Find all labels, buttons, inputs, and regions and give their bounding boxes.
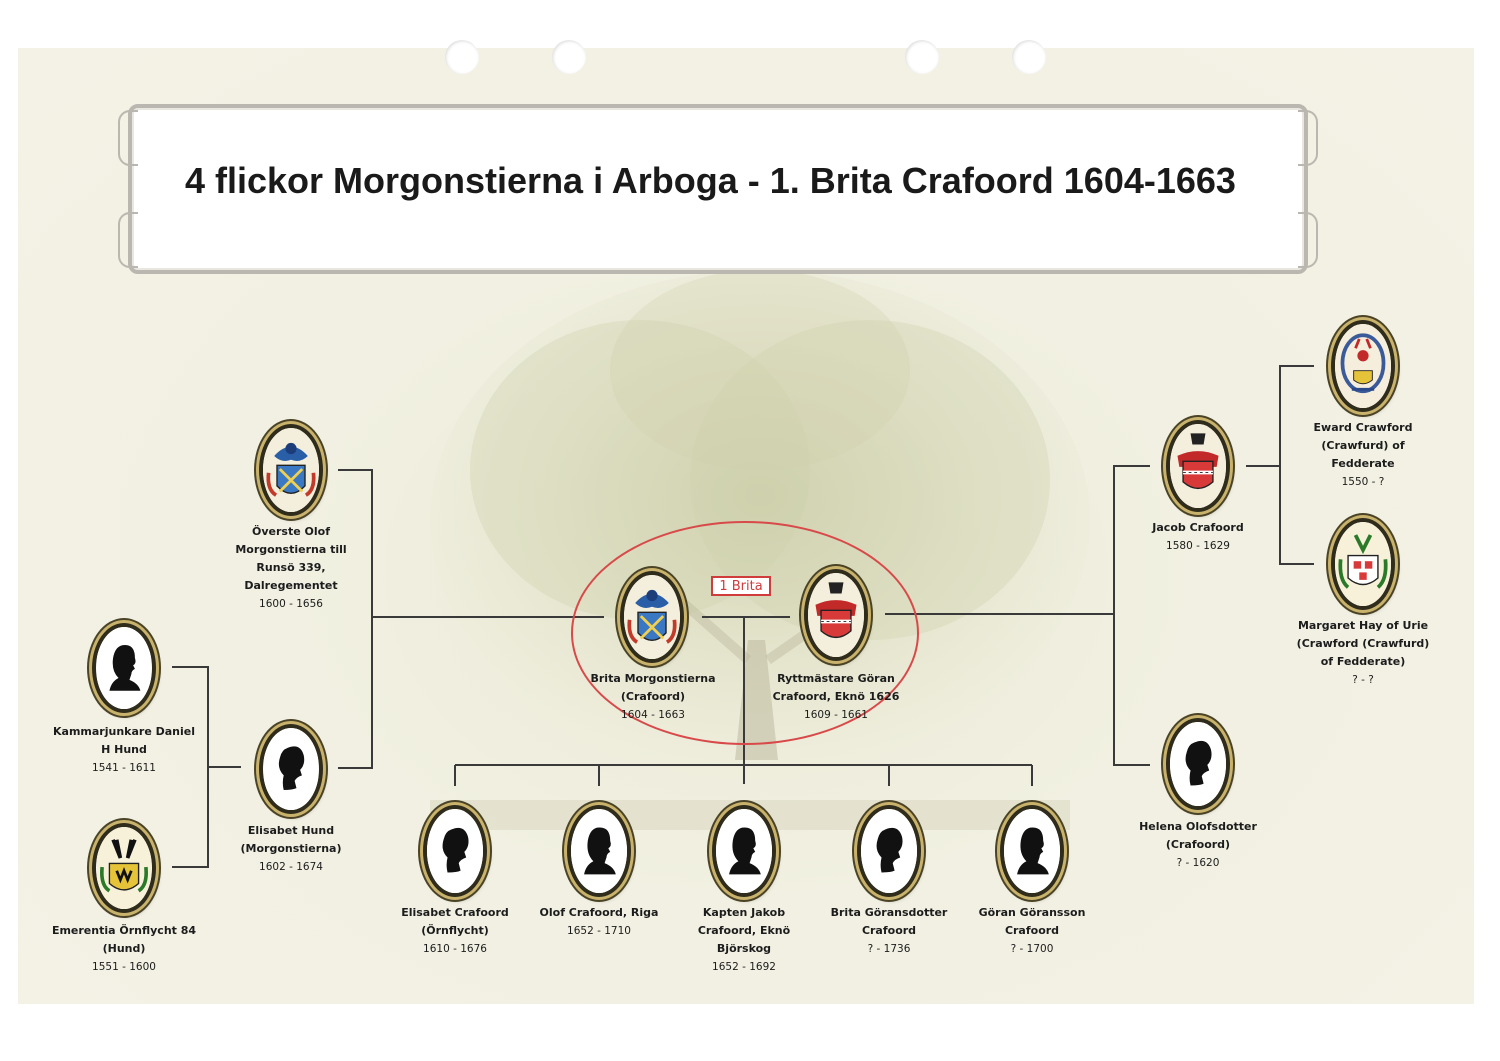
person-name: Göran Göransson Crafoord [978, 906, 1086, 937]
person-name: Eward Crawford (Crawfurd) of Fedderate [1313, 421, 1413, 470]
silhouette-icon[interactable] [1166, 718, 1230, 810]
coat-of-arms-icon[interactable] [1166, 420, 1230, 512]
silhouette-icon[interactable] [1000, 805, 1064, 897]
person-name: Kammarjunkare Daniel H Hund [53, 725, 195, 756]
person-dates: 1604 - 1663 [621, 709, 685, 721]
page-title: 4 flickor Morgonstierna i Arboga - 1. Br… [185, 160, 1236, 201]
couple-highlight-ring [571, 521, 919, 745]
punch-hole [445, 40, 479, 74]
person-dates: 1551 - 1600 [92, 961, 156, 973]
person-dates: 1610 - 1676 [423, 943, 487, 955]
person-label-jacob: Jacob Crafoord 1580 - 1629 [1136, 519, 1260, 555]
person-dates: ? - 1620 [1176, 857, 1220, 869]
person-name: Elisabet Crafoord (Örnflycht) [401, 906, 509, 937]
child-label: Kapten Jakob Crafoord, Eknö Björskog 165… [672, 904, 816, 976]
person-dates: 1602 - 1674 [259, 861, 323, 873]
person-dates: 1580 - 1629 [1166, 540, 1230, 552]
person-dates: ? - 1736 [867, 943, 911, 955]
punch-hole [905, 40, 939, 74]
frame-scroll-ornament [118, 212, 138, 268]
person-label-goran: Ryttmästare Göran Crafoord, Eknö 1626 16… [770, 670, 902, 724]
frame-scroll-ornament [1298, 110, 1318, 166]
person-name: Olof Crafoord, Riga [539, 906, 659, 919]
silhouette-icon[interactable] [857, 805, 921, 897]
person-name: Ryttmästare Göran Crafoord, Eknö 1626 [772, 672, 900, 703]
person-name: Helena Olofsdotter (Crafoord) [1139, 820, 1257, 851]
title-frame [118, 104, 1318, 274]
person-label-olof: Överste Olof Morgonstierna till Runsö 33… [228, 523, 354, 613]
silhouette-icon[interactable] [92, 623, 156, 713]
punch-hole [552, 40, 586, 74]
coat-of-arms-icon[interactable] [620, 571, 684, 663]
frame-scroll-ornament [1298, 212, 1318, 268]
person-name: Brita Morgonstierna (Crafoord) [590, 672, 716, 703]
person-label-margaret: Margaret Hay of Urie (Crawford (Crawfurd… [1292, 617, 1434, 689]
child-label: Olof Crafoord, Riga 1652 - 1710 [537, 904, 661, 940]
silhouette-icon[interactable] [712, 805, 776, 897]
person-dates: 1600 - 1656 [259, 598, 323, 610]
silhouette-icon[interactable] [567, 805, 631, 897]
coat-of-arms-icon[interactable] [259, 424, 323, 516]
person-name: Margaret Hay of Urie (Crawford (Crawfurd… [1296, 619, 1430, 668]
person-name: Brita Göransdotter Crafoord [830, 906, 948, 937]
coat-of-arms-icon[interactable] [1331, 518, 1395, 610]
person-label-emerentia: Emerentia Örnflycht 84 (Hund) 1551 - 160… [46, 922, 202, 976]
person-dates: ? - ? [1352, 674, 1374, 686]
person-label-brita: Brita Morgonstierna (Crafoord) 1604 - 16… [588, 670, 718, 724]
person-dates: ? - 1700 [1010, 943, 1054, 955]
person-name: Elisabet Hund (Morgonstierna) [240, 824, 342, 855]
person-name: Överste Olof Morgonstierna till Runsö 33… [235, 525, 347, 592]
silhouette-icon[interactable] [423, 805, 487, 897]
person-dates: 1652 - 1710 [567, 925, 631, 937]
frame-scroll-ornament [118, 110, 138, 166]
brita-tag: 1 Brita [711, 576, 771, 596]
person-dates: 1541 - 1611 [92, 762, 156, 774]
person-name: Emerentia Örnflycht 84 (Hund) [51, 924, 197, 955]
silhouette-icon[interactable] [259, 724, 323, 814]
person-name: Jacob Crafoord [1152, 521, 1244, 534]
coat-of-arms-icon[interactable] [1331, 320, 1395, 412]
person-label-eward: Eward Crawford (Crawfurd) of Fedderate 1… [1300, 419, 1426, 491]
person-dates: 1652 - 1692 [712, 961, 776, 973]
person-label-elisabet-hund: Elisabet Hund (Morgonstierna) 1602 - 167… [231, 822, 351, 876]
person-label-daniel: Kammarjunkare Daniel H Hund 1541 - 1611 [50, 723, 198, 777]
child-label: Göran Göransson Crafoord ? - 1700 [970, 904, 1094, 958]
coat-of-arms-icon[interactable] [92, 823, 156, 913]
person-dates: 1609 - 1661 [804, 709, 868, 721]
child-label: Elisabet Crafoord (Örnflycht) 1610 - 167… [393, 904, 517, 958]
person-name: Kapten Jakob Crafoord, Eknö Björskog [697, 906, 791, 955]
child-label: Brita Göransdotter Crafoord ? - 1736 [827, 904, 951, 958]
person-label-helena: Helena Olofsdotter (Crafoord) ? - 1620 [1136, 818, 1260, 872]
coat-of-arms-icon[interactable] [804, 569, 868, 661]
punch-hole [1012, 40, 1046, 74]
person-dates: 1550 - ? [1341, 476, 1385, 488]
